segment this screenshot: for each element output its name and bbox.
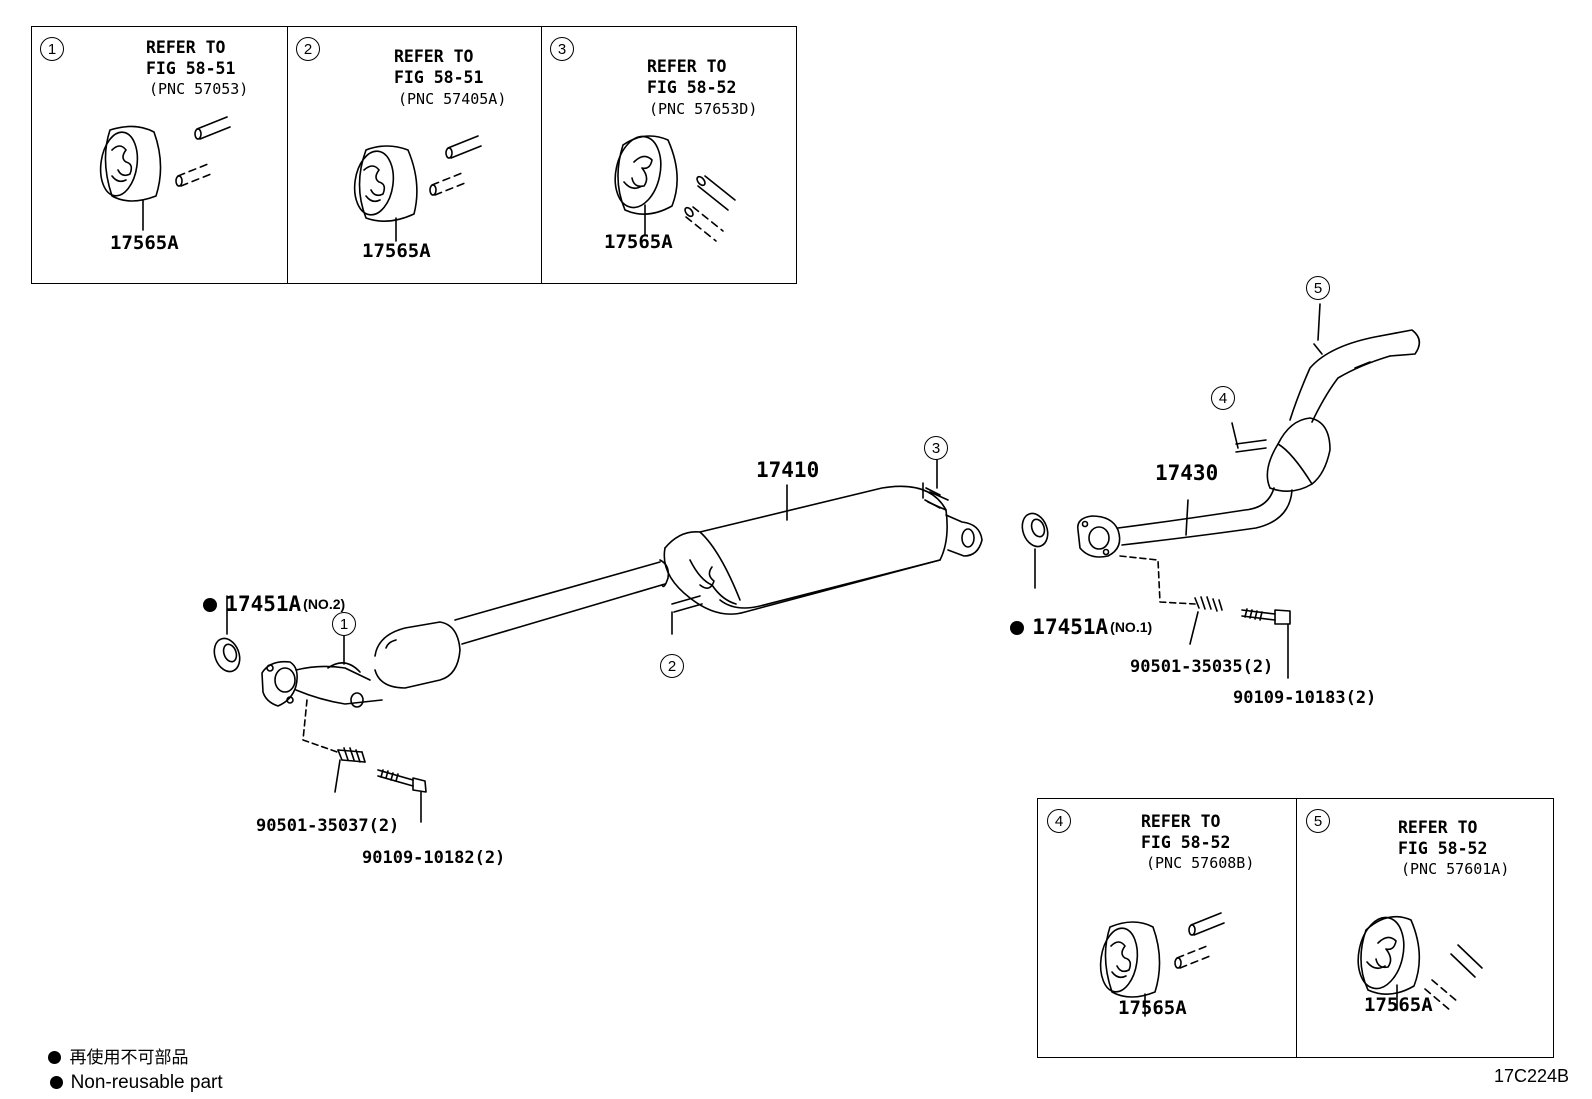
hanger-rubber-icon [353,145,418,222]
gasket-ring [1021,512,1049,548]
part-label-bolt-rear: 90109-10183(2) [1233,688,1377,708]
callout-number: 2 [296,37,320,61]
hanger-rod-icon [1424,944,1483,1012]
pnc-text: (PNC 57608B) [1146,854,1255,872]
part-number: 17565A [110,232,179,254]
bolt-icon [377,769,427,793]
part-number: 17565A [1364,994,1433,1016]
leader-line [1119,555,1196,605]
pnc-text: (PNC 57601A) [1401,860,1510,878]
part-label-bolt-front: 90109-10182(2) [362,848,506,868]
leader-line [334,759,341,793]
hanger-rubber-icon [1357,915,1421,995]
pnc-text: (PNC 57405A) [398,90,507,108]
callout-4: 4 [1211,386,1235,410]
part-number: 17565A [362,240,431,262]
hanger-rod-icon [175,116,231,187]
non-reusable-dot-icon [49,1076,63,1089]
legend-jp: 再使用不可部品 [39,1023,188,1068]
leader-line [1231,422,1239,449]
leader-line [1189,611,1199,645]
spring-icon [1194,596,1223,612]
leader-line [1185,499,1189,536]
hanger-rod-icon [1174,912,1225,969]
part-label-tail-pipe: 17430 [1155,461,1219,485]
hanger-rubber-icon [99,125,162,202]
part-number: 17565A [1118,997,1187,1019]
non-reusable-dot-icon [1010,621,1025,635]
hanger-rubber-icon [614,135,678,215]
part-label-spring-front: 90501-35037(2) [256,816,400,836]
non-reusable-dot-icon [48,1051,62,1064]
leader-line [302,699,341,754]
callout-number: 5 [1306,809,1330,833]
hanger-rod-icon [429,135,482,196]
pnc-text: (PNC 57053) [149,80,249,98]
gasket-ring [213,637,241,673]
front-exhaust-pipe [261,559,670,708]
part-label-gasket-no1: 17451A(NO.1) [985,591,1152,639]
muffler-body [663,482,983,615]
non-reusable-dot-icon [203,598,218,612]
pnc-text: (PNC 57653D) [649,100,758,118]
bolt-icon [1241,608,1291,625]
diagram-id: 17C224B [1494,1066,1570,1086]
callout-1: 1 [332,612,356,636]
part-label-gasket-no2: 17451A(NO.2) [178,568,345,616]
tail-pipe [1076,329,1421,558]
callout-3: 3 [924,436,948,460]
spring-icon [337,747,366,763]
legend-en: Non-reusable part [39,1050,223,1094]
callout-5: 5 [1306,276,1330,300]
part-label-muffler: 17410 [756,458,820,482]
callout-number: 4 [1047,809,1071,833]
hanger-rubber-icon [1099,921,1161,998]
callout-2: 2 [660,654,684,678]
part-number: 17565A [604,231,673,253]
callout-number: 1 [40,37,64,61]
hanger-rod-icon [684,175,736,242]
part-label-spring-rear: 90501-35035(2) [1130,657,1274,677]
leader-line [1317,303,1321,341]
callout-number: 3 [550,37,574,61]
